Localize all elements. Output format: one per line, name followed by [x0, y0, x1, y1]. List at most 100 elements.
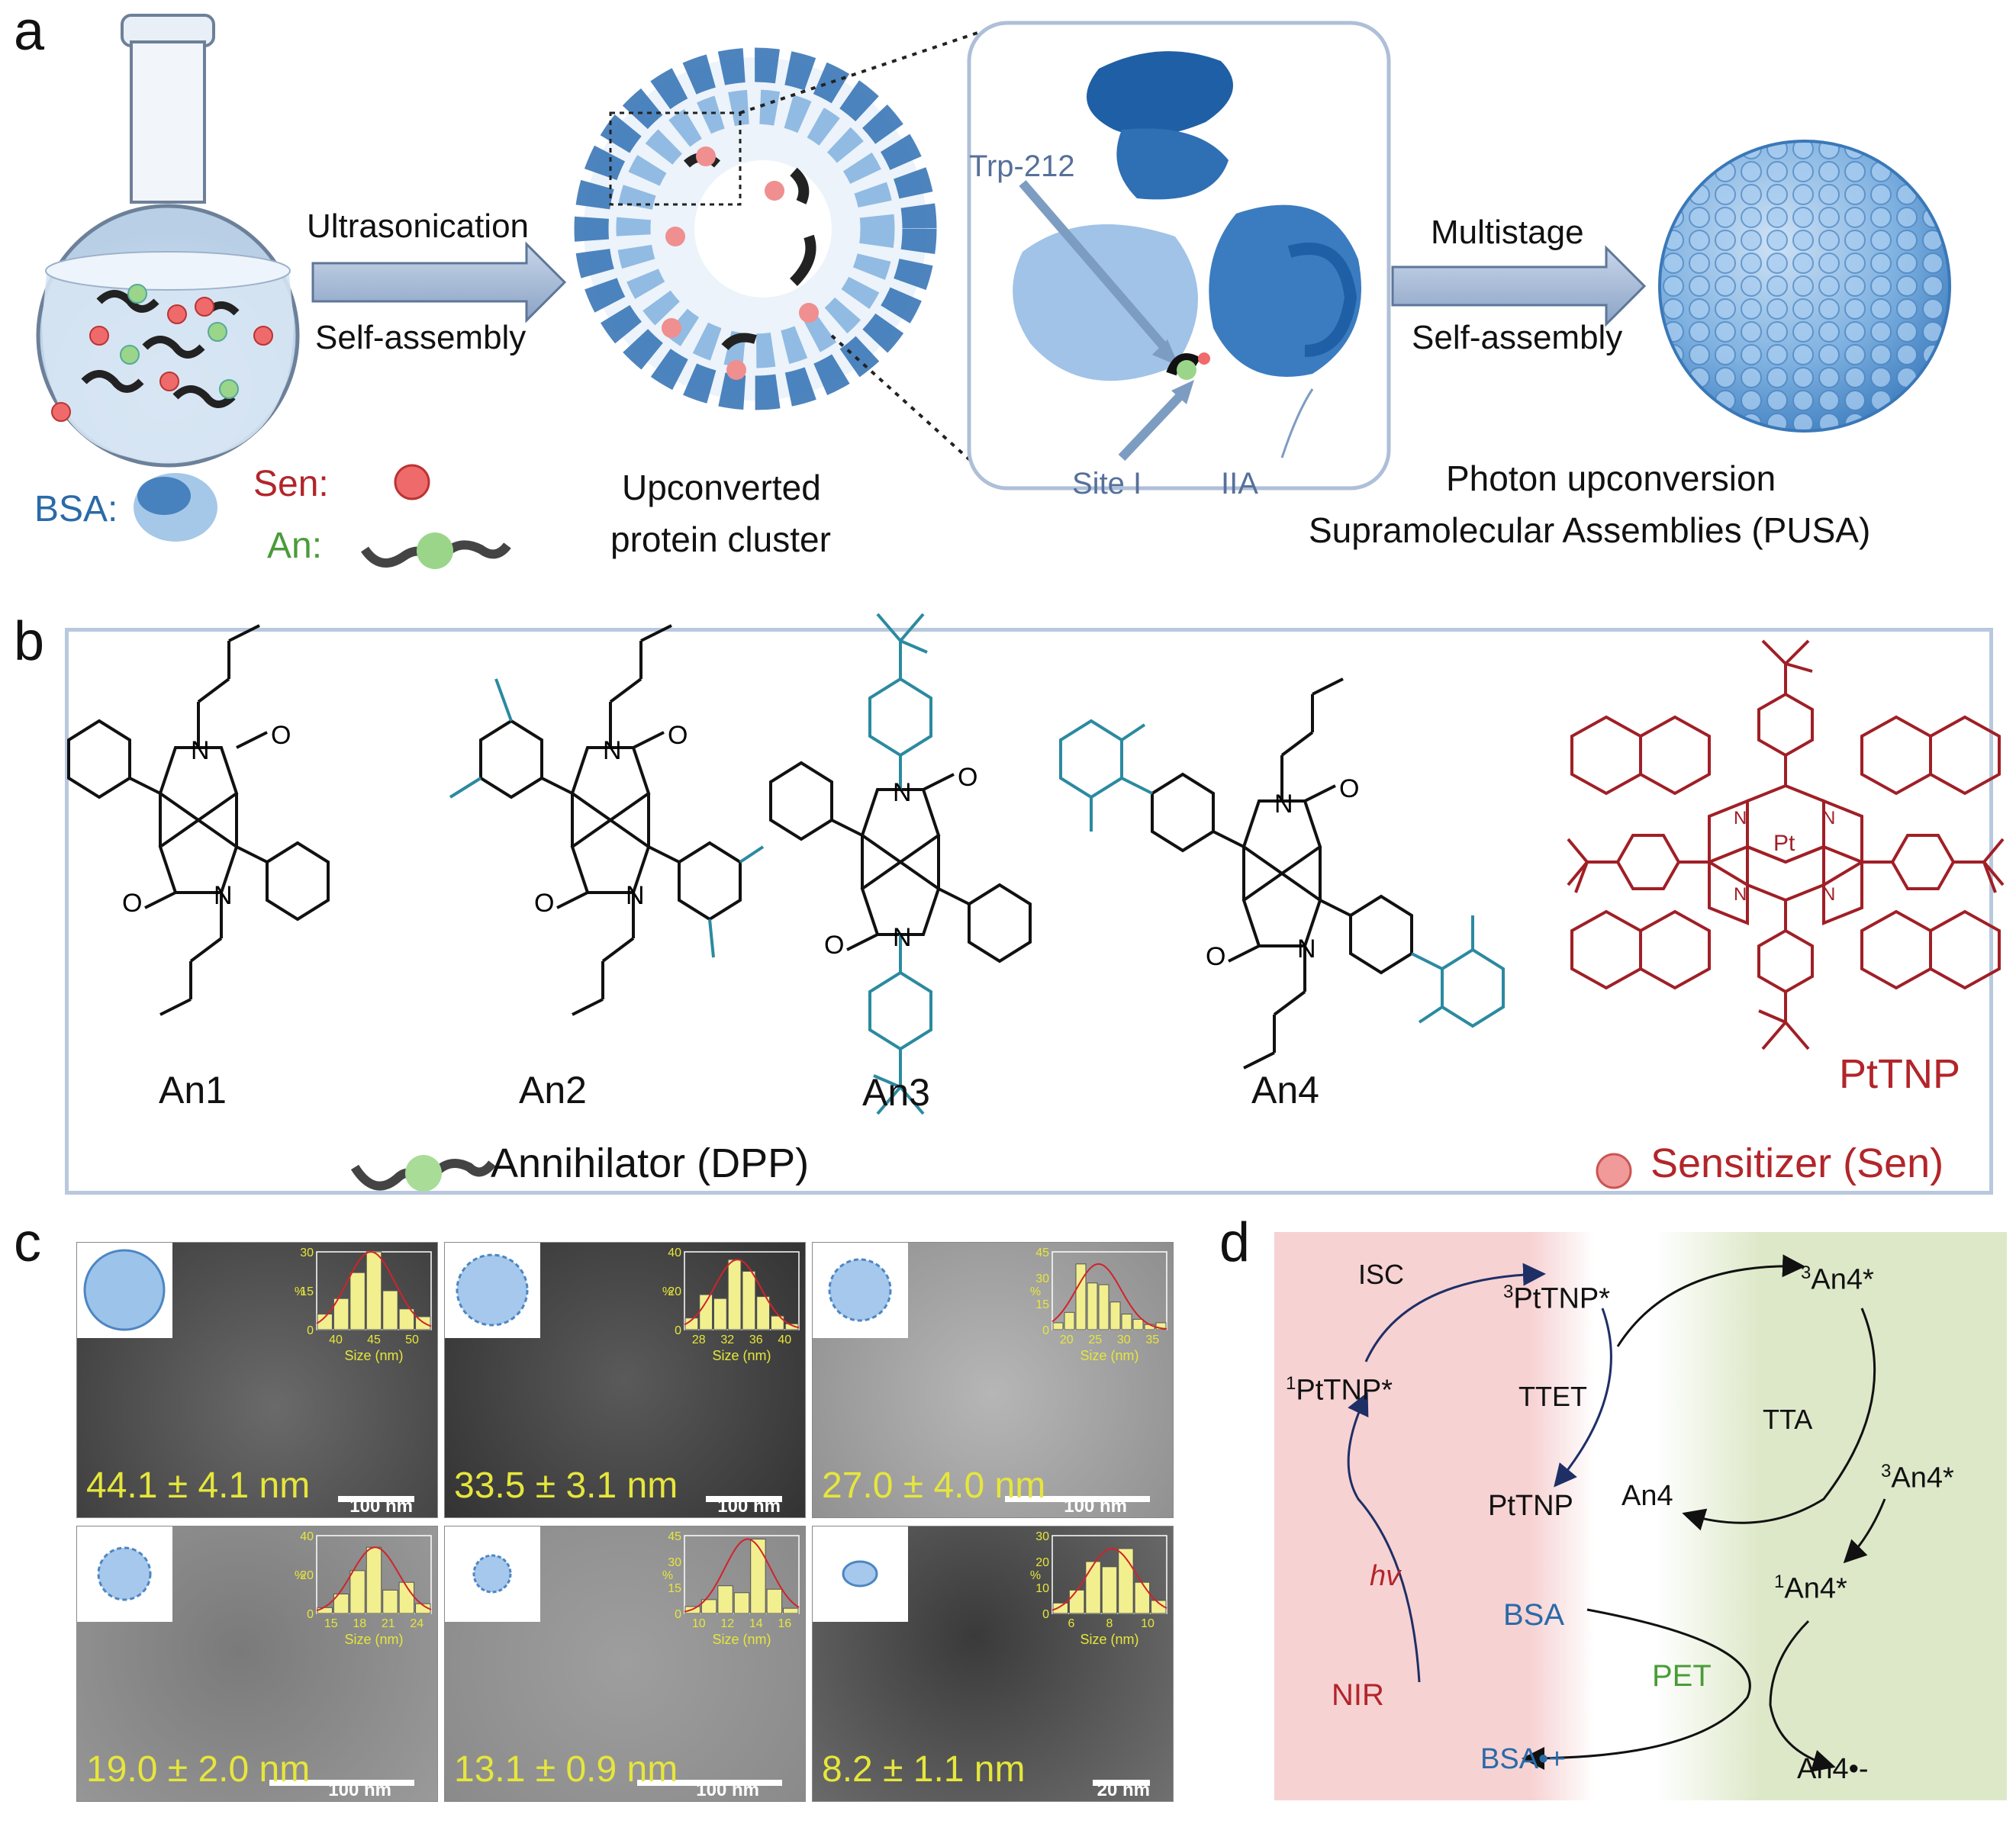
label-an4-ground: An4	[1621, 1480, 1673, 1512]
hist-bar	[1068, 1589, 1085, 1614]
tta-arrow-2	[1843, 1498, 1886, 1564]
label-multistage: Multistage	[1431, 214, 1584, 251]
hist-bar	[1064, 1311, 1075, 1330]
hist-bar	[1087, 1282, 1098, 1330]
hist-x-label: Size (nm)	[1080, 1348, 1138, 1363]
hist-x-tick: 8	[1106, 1617, 1113, 1630]
label-3pttnp: 3PtTNP*	[1503, 1282, 1611, 1315]
scale-label-4: 100 nm	[328, 1780, 391, 1800]
hist-x-tick: 30	[1117, 1333, 1131, 1346]
atom-n-an4-bottom: N	[1297, 935, 1316, 963]
scalebar-1	[338, 1496, 414, 1502]
hist-y-tick: 0	[307, 1324, 314, 1337]
label-pet: PET	[1652, 1659, 1712, 1693]
hist-bar	[713, 1298, 727, 1330]
label-isc: ISC	[1358, 1259, 1405, 1290]
hist-bar	[333, 1298, 349, 1330]
hist-bar	[1075, 1263, 1087, 1330]
atom-n-an1-bottom: N	[214, 881, 233, 910]
panel-d: ISC 3PtTNP* 1PtTNP* TTET PtTNP hv NIR 3A…	[1274, 1232, 2007, 1800]
molecule-label-an1: An1	[159, 1069, 227, 1111]
label-ttet: TTET	[1518, 1381, 1587, 1412]
annihilator-legend-icon-b	[350, 1155, 496, 1192]
hist-y-label: %	[662, 1285, 673, 1298]
green-zone	[1656, 1232, 2007, 1800]
molecule-label-an2: An2	[519, 1069, 587, 1111]
hist-y-tick: 20	[1035, 1556, 1049, 1569]
label-trp-212: Trp-212	[969, 150, 1075, 183]
pusa-sphere-icon	[1658, 140, 1951, 433]
molecule-label-an3: An3	[862, 1071, 930, 1114]
pet-arrow-an4	[1769, 1620, 1836, 1772]
size-label-2: 33.5 ± 3.1 nm	[454, 1465, 678, 1506]
label-3an4-top: 3An4*	[1801, 1263, 1874, 1296]
hist-bar	[1052, 1602, 1068, 1614]
scale-label-3: 100 nm	[1064, 1496, 1127, 1517]
hist-y-label: %	[295, 1285, 305, 1298]
size-label-1: 44.1 ± 4.1 nm	[86, 1465, 311, 1506]
thumb-cluster-5	[445, 1526, 540, 1622]
scale-label-2: 100 nm	[717, 1496, 781, 1517]
hist-x-tick: 10	[692, 1617, 706, 1630]
size-label-4: 19.0 ± 2.0 nm	[86, 1749, 311, 1790]
hist-fit-curve	[684, 1259, 800, 1329]
sensitizer-legend-icon-b	[1596, 1153, 1632, 1189]
hist-x-tick: 16	[778, 1617, 791, 1630]
label-iia: IIA	[1221, 467, 1258, 500]
arrow-multistage	[1391, 245, 1647, 327]
atom-o-an3-bottom: O	[824, 931, 844, 960]
panel-label-d: d	[1219, 1212, 1251, 1273]
sensitizer-legend-icon	[394, 464, 430, 500]
hist-bar	[700, 1599, 717, 1614]
hist-bar	[1101, 1566, 1118, 1614]
hist-x-tick: 14	[749, 1617, 763, 1630]
atom-n-pt-3: N	[1734, 884, 1747, 905]
hist-x-tick: 35	[1145, 1333, 1159, 1346]
scalebar-4	[269, 1780, 414, 1786]
flask-contents	[51, 284, 273, 422]
hist-y-tick: 0	[1042, 1324, 1049, 1337]
hist-bar	[783, 1607, 799, 1614]
hist-x-tick: 21	[382, 1617, 395, 1630]
arrow-ultrasonication	[311, 241, 567, 323]
panel-label-c: c	[14, 1212, 41, 1273]
label-1an4-text: An4	[1784, 1572, 1836, 1605]
bsa-legend-icon	[134, 473, 217, 542]
atom-n-an1-top: N	[191, 736, 210, 765]
hist-y-label: %	[1030, 1569, 1041, 1582]
hist-bar	[1121, 1314, 1132, 1330]
scale-label-6: 20 nm	[1097, 1780, 1150, 1800]
hist-x-tick: 10	[1141, 1617, 1155, 1630]
hist-y-label: %	[1030, 1285, 1041, 1298]
atom-o-an2-top: O	[668, 721, 688, 750]
atom-n-pt-1: N	[1734, 808, 1747, 828]
atom-n-pt-2: N	[1822, 808, 1835, 828]
hist-bar	[398, 1308, 415, 1330]
molecule-label-pttnp: PtTNP	[1839, 1051, 1961, 1097]
molecule-label-an4: An4	[1251, 1069, 1319, 1111]
panel-label-b: b	[14, 611, 45, 672]
hist-y-tick: 30	[1035, 1530, 1049, 1543]
hist-bar	[1109, 1301, 1121, 1330]
hist-bar	[317, 1607, 333, 1614]
atom-pt: Pt	[1773, 831, 1795, 856]
hist-x-tick: 18	[353, 1617, 366, 1630]
hist-x-label: Size (nm)	[344, 1632, 403, 1647]
hist-x-tick: 50	[405, 1333, 419, 1346]
hist-fit-curve	[1051, 1263, 1167, 1330]
sphere-caption-line1: Photon upconversion	[1446, 458, 1776, 498]
hist-y-tick: 45	[1035, 1247, 1049, 1259]
hist-y-tick: 30	[300, 1247, 314, 1259]
hist-bar	[333, 1594, 349, 1614]
hist-fit-curve	[684, 1538, 800, 1613]
hist-bar	[366, 1251, 382, 1330]
atom-o-an3-top: O	[958, 763, 977, 792]
hist-bar	[349, 1570, 366, 1614]
